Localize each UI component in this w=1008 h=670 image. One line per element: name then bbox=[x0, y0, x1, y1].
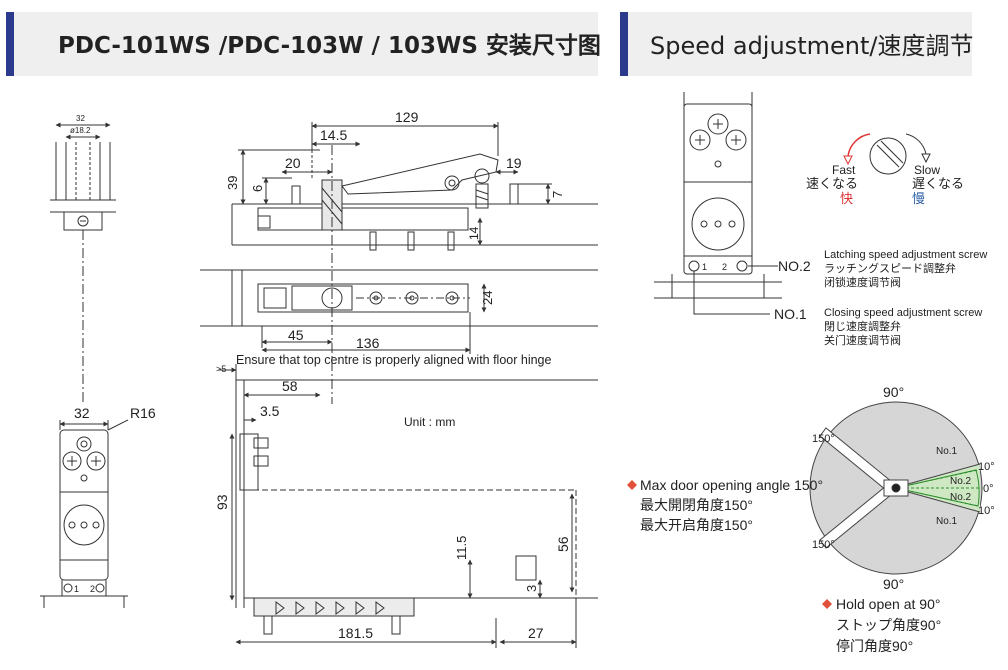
label-slow-jp: 遅くなる bbox=[912, 176, 964, 191]
dim-93: 93 bbox=[214, 494, 230, 510]
header-accent-bar bbox=[620, 12, 628, 76]
dim-19: 19 bbox=[506, 155, 522, 171]
angle-150-top: 150° bbox=[812, 433, 835, 445]
bullet-icon bbox=[822, 599, 832, 609]
hold-open-cn: 停门角度90° bbox=[836, 638, 913, 654]
dim-32-big: 32 bbox=[74, 405, 90, 421]
label-pos-1-right: 1 bbox=[702, 262, 707, 272]
dim-6: 6 bbox=[250, 185, 265, 192]
note-ensure: Ensure that top centre is properly align… bbox=[236, 353, 552, 367]
label-pos-2-left: 2 bbox=[90, 584, 95, 594]
hold-open-jp: ストップ角度90° bbox=[836, 617, 941, 633]
no1-cn: 关门速度调节阀 bbox=[824, 333, 901, 347]
no1-en: Closing speed adjustment screw bbox=[824, 307, 982, 319]
closer-side-view bbox=[231, 122, 598, 404]
angle-0: 0° bbox=[983, 483, 994, 495]
header-accent-bar bbox=[6, 12, 14, 76]
label-fast-cn: 快 bbox=[840, 191, 853, 206]
bullet-icon bbox=[627, 480, 637, 490]
closer-plan-view bbox=[200, 269, 598, 354]
dim-18-2: ø18.2 bbox=[70, 126, 91, 135]
zone-no1-bottom: No.1 bbox=[936, 516, 958, 527]
dim-129: 129 bbox=[395, 109, 419, 125]
dim-181-5: 181.5 bbox=[338, 625, 373, 641]
no2-jp: ラッチングスピード調整弁 bbox=[824, 261, 956, 275]
dim-14-5: 14.5 bbox=[320, 127, 347, 143]
max-angle-en: Max door opening angle 150° bbox=[640, 477, 823, 493]
dim-5: >5 bbox=[216, 364, 226, 374]
dim-11-5: 11.5 bbox=[454, 536, 469, 560]
max-angle-jp: 最大開閉角度150° bbox=[640, 497, 753, 513]
dim-14: 14 bbox=[467, 226, 481, 240]
label-pos-1-left: 1 bbox=[74, 584, 79, 594]
max-angle-cn: 最大开启角度150° bbox=[640, 517, 753, 533]
angle-10-top: 10° bbox=[978, 461, 995, 473]
angle-150-bottom: 150° bbox=[812, 539, 835, 551]
zone-no1-top: No.1 bbox=[936, 446, 958, 457]
zone-no2-bottom: No.2 bbox=[950, 492, 972, 503]
dim-45: 45 bbox=[288, 327, 304, 343]
label-fast: Fast bbox=[832, 163, 856, 177]
side-view-top bbox=[50, 122, 116, 404]
dim-3: 3 bbox=[524, 585, 539, 592]
left-header-title: PDC-101WS /PDC-103W / 103WS 安装尺寸图 bbox=[58, 33, 601, 59]
front-view-bottom bbox=[40, 419, 129, 608]
no2-label: NO.2 bbox=[778, 258, 811, 274]
right-header-title: Speed adjustment/速度調节 bbox=[650, 32, 974, 60]
label-fast-jp: 速くなる bbox=[806, 176, 858, 191]
angle-10-bottom: 10° bbox=[978, 505, 995, 517]
dim-39: 39 bbox=[225, 176, 240, 190]
speed-adjustment-drawing bbox=[654, 92, 931, 315]
dim-136: 136 bbox=[356, 335, 380, 351]
no1-jp: 閉じ速度調整弁 bbox=[824, 319, 901, 333]
no2-en: Latching speed adjustment screw bbox=[824, 249, 987, 261]
label-pos-2-right: 2 bbox=[722, 262, 727, 272]
no2-cn: 闭锁速度调节阀 bbox=[824, 275, 901, 289]
dim-58: 58 bbox=[282, 378, 298, 394]
bullet-icons bbox=[627, 480, 832, 609]
dim-27: 27 bbox=[528, 625, 544, 641]
dim-24: 24 bbox=[480, 291, 495, 305]
note-unit: Unit : mm bbox=[404, 415, 455, 429]
label-slow-cn: 慢 bbox=[912, 191, 925, 206]
dim-56: 56 bbox=[555, 536, 571, 552]
no1-label: NO.1 bbox=[774, 306, 807, 322]
angle-90-bottom: 90° bbox=[883, 576, 904, 592]
hold-open-en: Hold open at 90° bbox=[836, 596, 940, 612]
dim-7: 7 bbox=[550, 191, 565, 198]
opening-angle-diagram bbox=[809, 401, 983, 575]
dim-r16: R16 bbox=[130, 405, 156, 421]
dim-32-small: 32 bbox=[76, 114, 85, 123]
right-header: Speed adjustment/速度調节 bbox=[620, 12, 974, 76]
floor-hinge-front-view bbox=[218, 364, 598, 648]
angle-90-top: 90° bbox=[883, 384, 904, 400]
zone-no2-top: No.2 bbox=[950, 476, 972, 487]
dim-3-5: 3.5 bbox=[260, 403, 280, 419]
left-header: PDC-101WS /PDC-103W / 103WS 安装尺寸图 bbox=[6, 12, 601, 76]
label-slow: Slow bbox=[914, 163, 940, 177]
dim-20: 20 bbox=[285, 155, 301, 171]
